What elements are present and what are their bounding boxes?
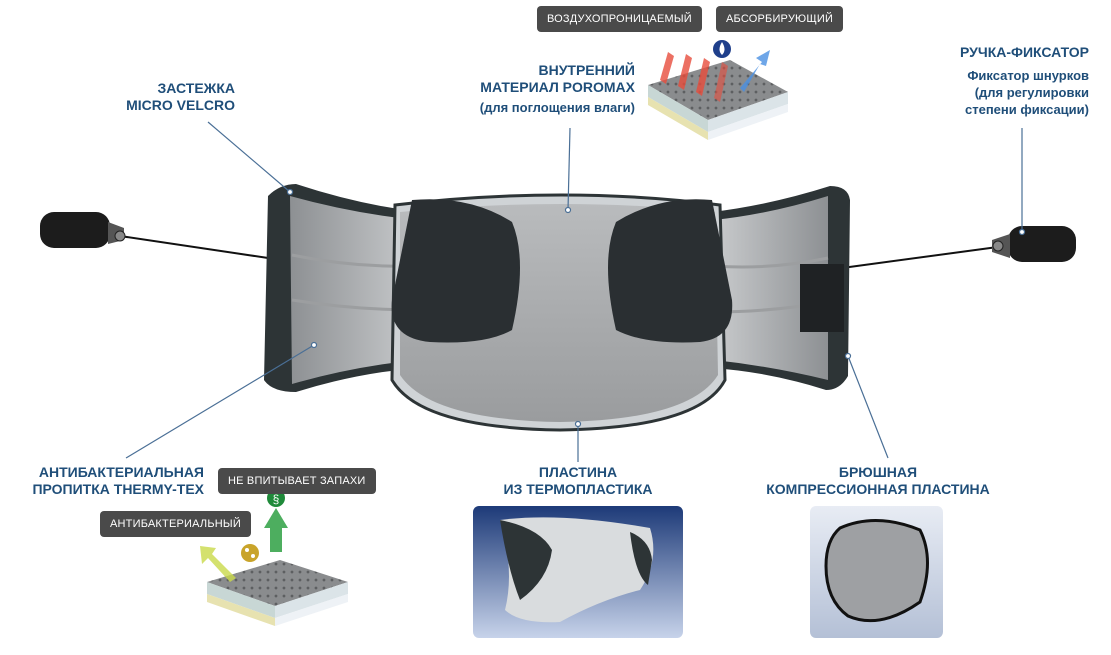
compression-plate-box [810,506,943,638]
right-cord [841,245,1006,269]
odor-block-icon: § [264,489,288,552]
handle-label: РУЧКА-ФИКСАТОР Фиксатор шнурков (для рег… [960,44,1089,117]
left-handle-icon [40,212,126,248]
breathable-badge: ВОЗДУХОПРОНИЦАЕМЫЙ [537,6,702,32]
right-handle-icon [992,226,1076,262]
center-plate [390,193,733,432]
thermoplastic-plate-box [473,506,683,638]
droplet-icon [713,40,770,92]
thermy-tex-sample [207,560,348,626]
odor-badge: НЕ ВПИТЫВАЕТ ЗАПАХИ [218,468,376,494]
svg-text:§: § [273,492,280,506]
leader-lines [125,121,1026,462]
left-wing [264,184,420,392]
right-wing [712,186,850,390]
left-cord [119,235,269,259]
airflow-arrows-icon [660,52,728,102]
absorbing-badge: АБСОРБИРУЮЩИЙ [716,6,844,32]
antibacterial-badge: АНТИБАКТЕРИАЛЬНЫЙ [100,511,251,537]
bacteria-icon [200,544,259,582]
